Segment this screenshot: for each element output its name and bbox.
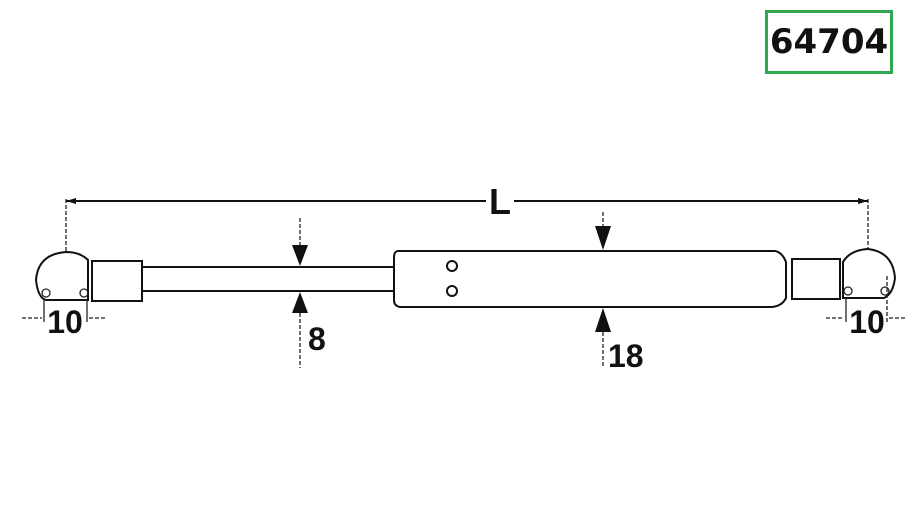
rod-diameter-dimension: 8 [292, 218, 326, 368]
right-fitting-label: 10 [849, 304, 885, 340]
left-ball-socket [34, 250, 89, 301]
cylinder-diameter-label: 18 [608, 338, 644, 374]
part-number: 64704 [769, 22, 889, 62]
right-ball-socket [842, 247, 897, 299]
right-end-sleeve [791, 258, 841, 300]
rod-diameter-label: 8 [308, 321, 326, 357]
left-fitting-dimension: 10 [22, 300, 106, 340]
left-end-sleeve [91, 260, 143, 302]
left-fitting-label: 10 [47, 304, 83, 340]
part-number-badge: 64704 [765, 10, 893, 74]
cylinder-body [393, 250, 787, 308]
length-dimension: L [65, 181, 869, 252]
cylinder-diameter-dimension: 18 [595, 212, 644, 374]
piston-rod [142, 266, 395, 292]
length-label: L [489, 181, 511, 222]
right-fitting-dimension: 10 [826, 276, 906, 340]
